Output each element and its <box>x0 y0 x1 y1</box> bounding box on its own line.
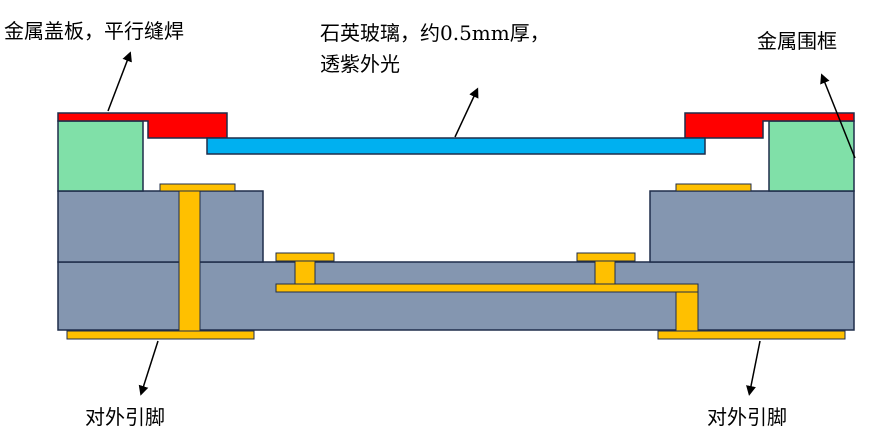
right-metal-lid <box>684 112 855 139</box>
right-pin-arrow <box>746 340 761 396</box>
quartz-glass-window <box>206 137 706 155</box>
quartz-glass-label-line2: 透紫外光 <box>320 52 400 76</box>
metal-frame-arrow <box>820 73 856 159</box>
right-down-via <box>675 291 699 333</box>
ceramic-substrate <box>57 261 855 331</box>
metal-lid-arrow <box>107 51 132 112</box>
left-top-pad <box>159 183 236 192</box>
inner-left-pad <box>275 252 335 262</box>
right-top-pad <box>675 183 752 192</box>
right-metal-frame <box>768 120 855 192</box>
right-external-pin <box>657 330 846 340</box>
quartz-glass-label-line1: 石英玻璃，约0.5mm厚， <box>320 21 550 45</box>
buried-trace <box>275 283 699 293</box>
metal-frame-label: 金属围框 <box>757 29 837 53</box>
left-pin-arrow <box>138 340 159 396</box>
right-external-pin-label: 对外引脚 <box>707 405 787 429</box>
inner-right-pad <box>576 252 636 262</box>
glass-arrow <box>454 87 479 138</box>
left-through-via <box>178 190 201 333</box>
left-external-pin-label: 对外引脚 <box>85 405 165 429</box>
inner-left-via <box>294 260 316 285</box>
right-ceramic-step <box>649 190 855 263</box>
inner-right-via <box>594 260 616 285</box>
left-metal-frame <box>57 120 144 192</box>
left-metal-lid <box>57 112 228 139</box>
left-ceramic-step <box>57 190 264 263</box>
metal-lid-label: 金属盖板，平行缝焊 <box>4 19 184 43</box>
left-external-pin <box>66 330 255 340</box>
